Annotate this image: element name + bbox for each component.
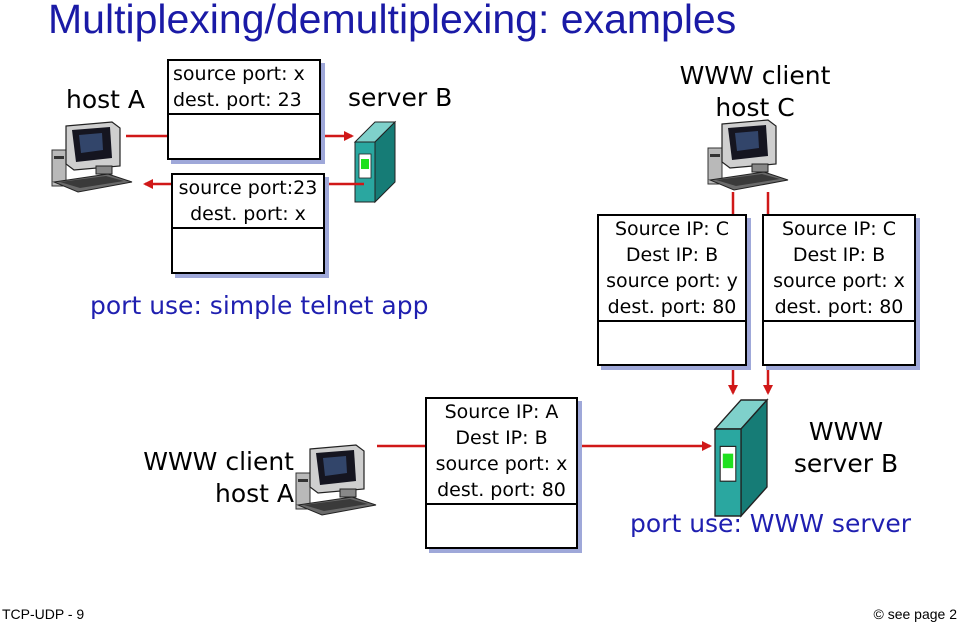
segment-field: source port: x bbox=[773, 270, 905, 292]
footer-copyright: © see page 2 bbox=[873, 606, 958, 622]
segment-host-c-1: Source IP: C Dest IP: B source port: y d… bbox=[597, 214, 747, 366]
segment-field: dest. port: 80 bbox=[427, 477, 576, 505]
segment-field: Source IP: A bbox=[444, 401, 559, 423]
host-a-label: host A bbox=[66, 85, 146, 114]
www-client-host-c-label: WWW client host C bbox=[660, 60, 850, 124]
label-line: host A bbox=[214, 479, 294, 508]
host-c-computer-icon bbox=[707, 119, 789, 191]
footer-slide-number: TCP-UDP - 9 bbox=[2, 606, 85, 622]
segment-field: dest. port: 23 bbox=[169, 87, 319, 115]
server-b-icon bbox=[354, 121, 396, 203]
segment-field: Source IP: C bbox=[614, 218, 730, 240]
host-a-computer-icon bbox=[51, 121, 133, 193]
host-a-www-computer-icon bbox=[295, 444, 377, 516]
slide-title: Multiplexing/demultiplexing: examples bbox=[48, 0, 737, 42]
segment-to-host-a: source port:23 dest. port: x bbox=[171, 173, 325, 274]
www-server-b-icon bbox=[714, 399, 768, 517]
label-line: server B bbox=[793, 449, 899, 478]
segment-field: dest. port: 80 bbox=[599, 294, 745, 322]
segment-host-c-2: Source IP: C Dest IP: B source port: x d… bbox=[762, 214, 916, 366]
label-line: WWW bbox=[808, 417, 884, 446]
segment-field: source port: y bbox=[606, 270, 738, 292]
segment-field: Dest IP: B bbox=[792, 244, 886, 266]
label-line: host C bbox=[715, 93, 795, 122]
segment-host-a-www: Source IP: A Dest IP: B source port: x d… bbox=[425, 397, 578, 549]
segment-field: dest. port: x bbox=[173, 201, 323, 229]
segment-field: source port:23 bbox=[178, 177, 318, 199]
www-client-host-a-label: WWW client host A bbox=[118, 446, 294, 510]
www-port-use-label: port use: WWW server bbox=[630, 509, 912, 538]
telnet-port-use-label: port use: simple telnet app bbox=[90, 291, 429, 320]
segment-field: source port: x bbox=[173, 63, 305, 85]
label-line: WWW client bbox=[143, 447, 294, 476]
www-server-b-label: WWW server B bbox=[776, 416, 916, 480]
server-b-label: server B bbox=[348, 83, 453, 112]
segment-field: Dest IP: B bbox=[455, 427, 548, 449]
segment-field: dest. port: 80 bbox=[764, 294, 914, 322]
segment-field: Dest IP: B bbox=[625, 244, 719, 266]
label-line: WWW client bbox=[679, 61, 831, 90]
segment-field: Source IP: C bbox=[781, 218, 897, 240]
segment-to-server-b: source port: x dest. port: 23 bbox=[167, 59, 321, 160]
segment-field: source port: x bbox=[435, 453, 568, 475]
